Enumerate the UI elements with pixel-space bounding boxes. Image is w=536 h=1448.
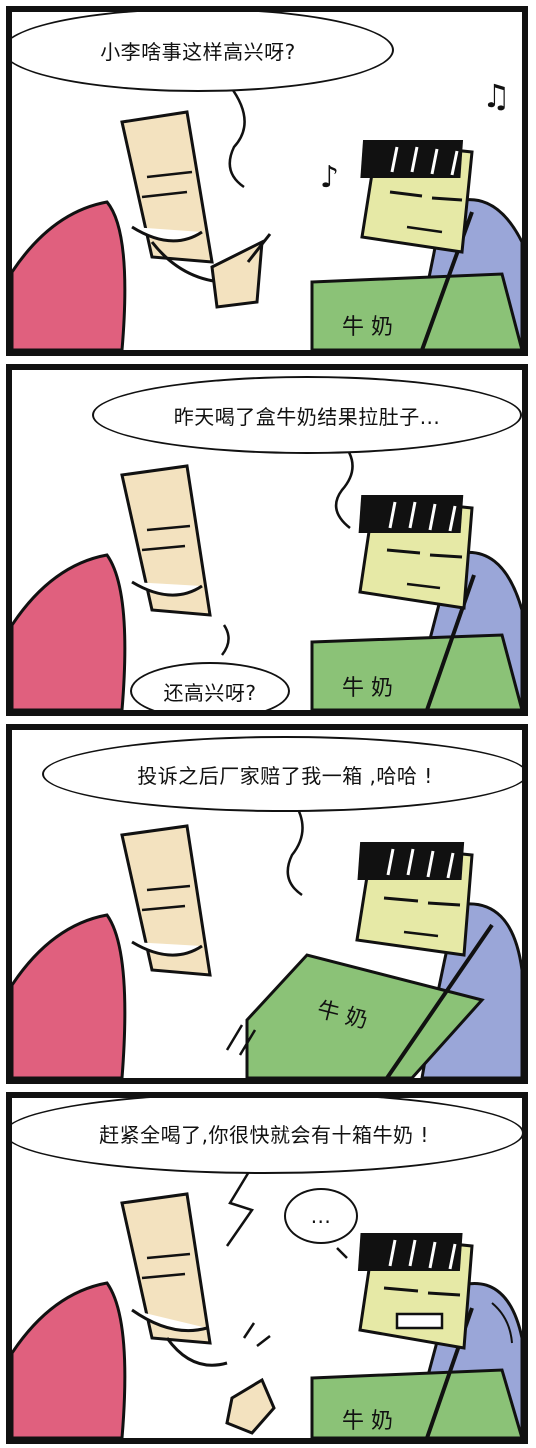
panel-1-art: 牛 奶 ♫ ♪ — [12, 77, 522, 350]
boss-coat — [12, 913, 127, 1078]
speech-tail — [228, 85, 246, 189]
speech-tail — [225, 1169, 254, 1247]
speech-tail — [286, 801, 304, 897]
comic-panel-1: 牛 奶 ♫ ♪ 小李啥事这样高兴呀? — [6, 6, 528, 356]
boss-coat — [12, 1281, 127, 1438]
boss-fist — [225, 1377, 276, 1435]
speech-tail — [334, 439, 354, 529]
thought-text: ... — [310, 1204, 332, 1228]
motion-lines — [225, 1024, 257, 1056]
milk-box — [310, 272, 522, 350]
reply-text: 还高兴呀? — [163, 680, 257, 705]
boss-coat — [12, 200, 127, 350]
speech-text: 昨天喝了盒牛奶结果拉肚子... — [173, 404, 441, 429]
motion-lines — [242, 1322, 271, 1347]
worker-hair — [358, 495, 464, 533]
speech-bubble: 小李啥事这样高兴呀? — [12, 12, 394, 92]
milk-box — [310, 1368, 522, 1438]
milk-box-label: 牛 奶 — [342, 1409, 393, 1434]
thought-bubble: ... — [284, 1188, 358, 1244]
reply-tail — [221, 624, 230, 656]
panel-2-art: 牛 奶 — [12, 439, 522, 710]
boss-coat — [12, 553, 127, 710]
music-note-icon: ♫ — [482, 77, 511, 115]
thought-tail — [336, 1247, 348, 1259]
speech-bubble: 投诉之后厂家赔了我一箱 ,哈哈 ! — [42, 736, 522, 812]
speech-bubble: 赶紧全喝了,你很快就会有十箱牛奶 ! — [12, 1098, 522, 1174]
panel-3-art: 牛 奶 — [12, 801, 522, 1078]
speech-bubble: 昨天喝了盒牛奶结果拉肚子... — [92, 376, 522, 454]
boss-face — [120, 110, 214, 264]
milk-box — [245, 953, 485, 1078]
music-note-icon: ♪ — [320, 160, 339, 195]
boss-face — [120, 824, 212, 977]
milk-box-label: 牛 奶 — [342, 315, 393, 340]
worker-hair — [360, 140, 464, 178]
boss-face — [120, 464, 212, 617]
comic-panel-3: 牛 奶 投诉之后厂家赔了我一箱 ,哈哈 ! — [6, 724, 528, 1084]
boss-face — [120, 1192, 212, 1345]
milk-box — [310, 633, 522, 710]
speech-text: 投诉之后厂家赔了我一箱 ,哈哈 ! — [137, 763, 433, 788]
reply-bubble: 还高兴呀? — [130, 662, 290, 710]
comic-panel-2: 牛 奶 昨天喝了盒牛奶结果拉肚子... 还高兴呀? — [6, 364, 528, 716]
speech-text: 赶紧全喝了,你很快就会有十箱牛奶 ! — [99, 1122, 429, 1147]
milk-box-label: 牛 奶 — [342, 676, 393, 701]
panel-4-art: 牛 奶 — [12, 1169, 522, 1438]
speech-text: 小李啥事这样高兴呀? — [100, 39, 296, 64]
comic-panel-4: 牛 奶 赶紧全喝了,你很快就会有十箱牛奶 ! ... — [6, 1092, 528, 1444]
